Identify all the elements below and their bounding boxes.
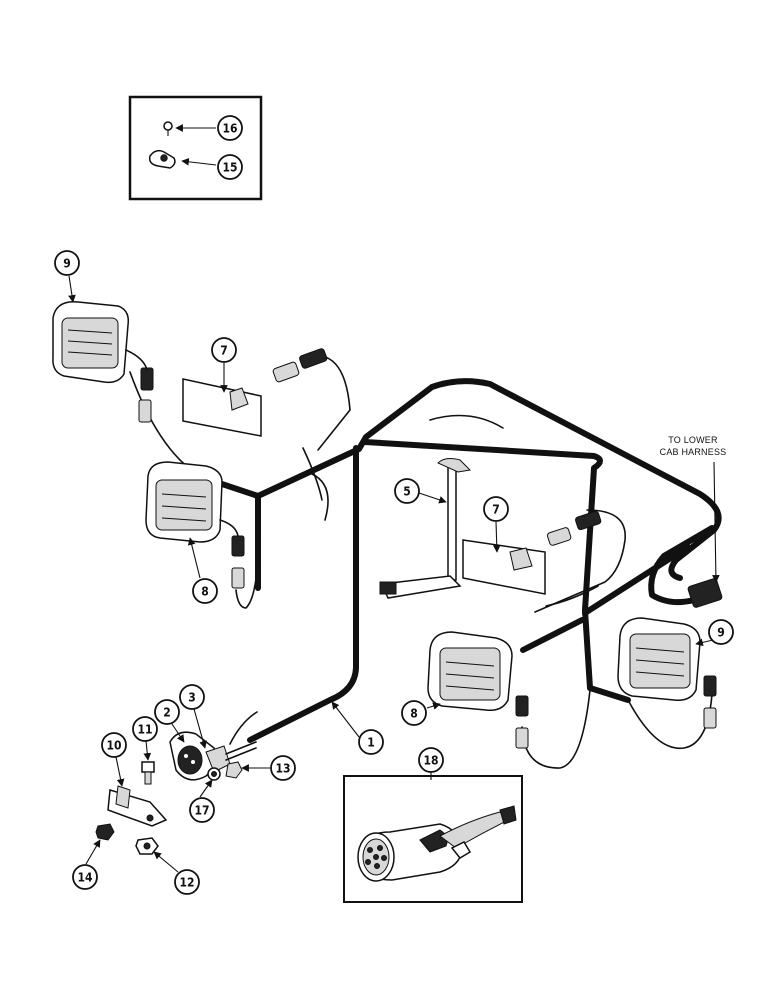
callout-5: 5	[394, 478, 420, 504]
svg-text:3: 3	[188, 691, 196, 705]
callout-3: 3	[179, 684, 205, 710]
bracket-5	[379, 458, 472, 599]
callout-7-right: 7	[483, 496, 509, 522]
callout-7-left: 7	[211, 337, 237, 363]
note-line-2: CAB HARNESS	[660, 447, 727, 457]
nut-13	[225, 761, 243, 779]
callout-10: 10	[101, 732, 127, 758]
callout-1: 1	[358, 729, 384, 755]
svg-text:8: 8	[201, 585, 209, 599]
work-light-9-right	[617, 617, 717, 729]
svg-text:10: 10	[106, 739, 121, 753]
main-harness-1	[201, 378, 722, 743]
svg-text:14: 14	[77, 871, 93, 885]
callout-9-left: 9	[54, 250, 80, 276]
callout-15: 15	[217, 154, 243, 180]
svg-text:9: 9	[717, 626, 725, 640]
marker-light-7-left	[182, 348, 328, 437]
svg-text:13: 13	[275, 762, 290, 776]
svg-text:11: 11	[137, 723, 152, 737]
svg-text:7: 7	[492, 503, 500, 517]
callout-9-right: 9	[708, 619, 734, 645]
svg-text:2: 2	[163, 706, 171, 720]
svg-text:8: 8	[410, 707, 418, 721]
callout-2: 2	[154, 699, 180, 725]
work-light-9-left	[52, 301, 154, 423]
callout-16: 16	[217, 115, 243, 141]
callout-14: 14	[72, 864, 98, 890]
svg-text:15: 15	[222, 161, 237, 175]
svg-text:1: 1	[367, 736, 375, 750]
nut-12	[135, 837, 159, 855]
inset-18-box	[343, 775, 523, 903]
callout-17: 17	[189, 797, 215, 823]
trailer-plug-18	[357, 805, 517, 882]
svg-text:18: 18	[423, 754, 438, 768]
work-light-8-left	[145, 461, 245, 589]
callout-8-right: 8	[401, 700, 427, 726]
callout-11: 11	[132, 716, 158, 742]
svg-text:12: 12	[179, 876, 194, 890]
callout-8-left: 8	[192, 578, 218, 604]
callout-13: 13	[270, 755, 296, 781]
washer-17	[207, 767, 221, 781]
svg-text:5: 5	[403, 485, 411, 499]
svg-text:17: 17	[194, 804, 209, 818]
callout-12: 12	[174, 869, 200, 895]
marker-light-7-right	[462, 510, 602, 595]
svg-text:9: 9	[63, 257, 71, 271]
bolt-11	[141, 761, 155, 785]
cab-harness-connector	[687, 578, 723, 608]
inset-hardware-box	[128, 95, 263, 201]
note-to-lower-cab-harness: TO LOWER CAB HARNESS	[660, 435, 727, 457]
svg-text:16: 16	[222, 122, 237, 136]
svg-text:7: 7	[220, 344, 228, 358]
washer-14	[95, 823, 115, 841]
clamp-15	[148, 149, 176, 169]
bracket-10	[107, 785, 168, 827]
note-line-1: TO LOWER	[668, 435, 718, 445]
callout-leaders	[68, 275, 720, 873]
screw-16	[163, 121, 173, 136]
work-light-8-right	[427, 631, 529, 749]
callout-18: 18	[418, 747, 444, 773]
